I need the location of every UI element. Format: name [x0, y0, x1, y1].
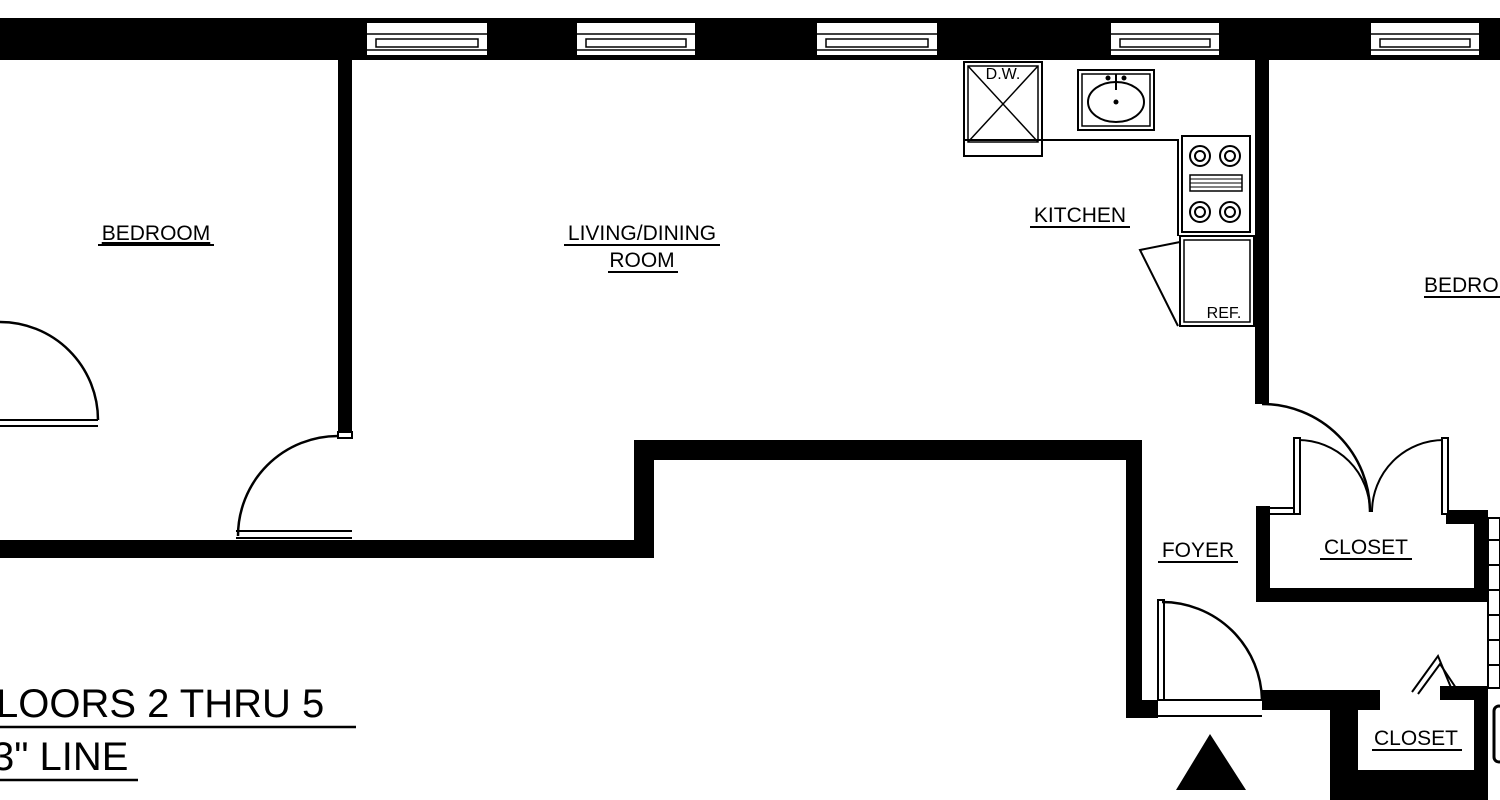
top-exterior-wall — [0, 18, 1500, 60]
window — [1369, 21, 1481, 57]
kitchen-sink — [1077, 69, 1155, 131]
kitchen-label: KITCHEN — [1034, 204, 1126, 227]
dishwasher-label: D.W. — [986, 66, 1021, 83]
window — [365, 21, 489, 57]
living-dining-label-line1: LIVING/DINING — [568, 222, 716, 245]
plan-title-line1: LOORS 2 THRU 5 — [0, 682, 324, 726]
doors — [0, 320, 1457, 701]
entry-door — [1157, 599, 1264, 701]
windows — [365, 21, 1481, 57]
bedroom-left-door — [0, 320, 100, 427]
closet-lower-label: CLOSET — [1374, 727, 1458, 750]
stove — [1181, 135, 1251, 233]
entry-arrow-icon — [1176, 734, 1246, 790]
bedroom-right-label: BEDRO — [1424, 274, 1499, 297]
refrigerator: REF. — [1138, 235, 1255, 327]
window — [815, 21, 939, 57]
kitchen-fixtures: D.W. REF. — [963, 61, 1255, 327]
foyer-label: FOYER — [1162, 539, 1234, 562]
bedroom-entry-door — [236, 434, 339, 537]
window — [1109, 21, 1221, 57]
refrigerator-label: REF. — [1207, 305, 1242, 322]
bedroom-right-door — [1261, 402, 1372, 513]
living-dining-label-line2: ROOM — [609, 249, 674, 272]
window — [575, 21, 697, 57]
plan-title: LOORS 2 THRU 5 3" LINE — [0, 682, 356, 782]
closet-upper-label: CLOSET — [1324, 536, 1408, 559]
bedroom-left-label: BEDROOM — [102, 222, 211, 245]
room-labels: BEDROOM LIVING/DINING ROOM KITCHEN BEDRO… — [98, 204, 1500, 751]
closet-bifold-door — [1411, 653, 1457, 695]
plan-title-line2: 3" LINE — [0, 735, 128, 779]
dishwasher: D.W. — [963, 61, 1043, 157]
closet-double-doors — [1293, 437, 1449, 515]
